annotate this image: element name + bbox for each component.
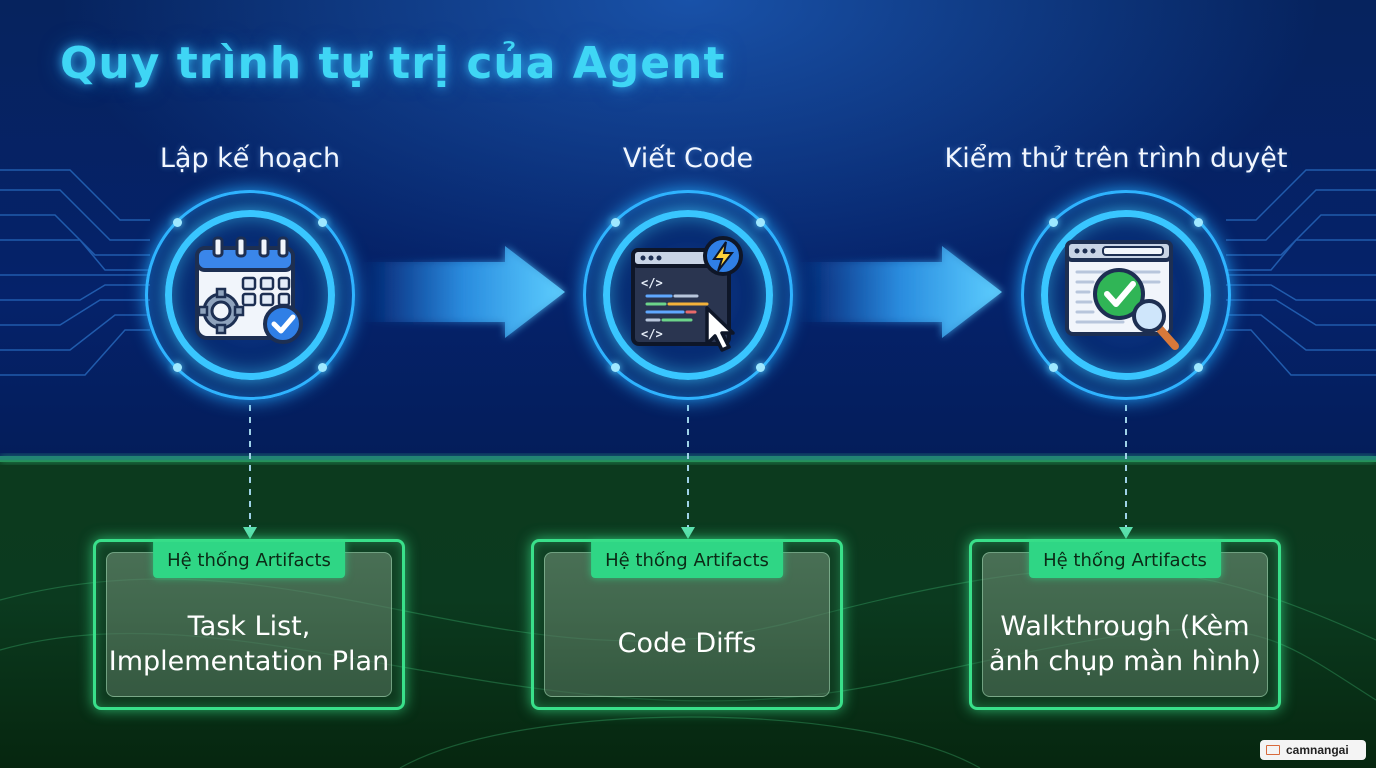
svg-text:</>: </> [641, 327, 663, 341]
calendar-gear-check-icon [195, 236, 303, 344]
circuit-lines-left [0, 169, 150, 376]
step-node-code: </> </> [583, 190, 793, 400]
artifact-content: Code Diffs [617, 628, 757, 659]
artifact-tag: Hệ thống Artifacts [1029, 542, 1221, 578]
artifact-tag: Hệ thống Artifacts [591, 542, 783, 578]
dashed-connectors [249, 405, 1127, 528]
watermark-badge: camnangai [1260, 740, 1366, 760]
step-label-test: Kiểm thử trên trình duyệt [944, 143, 1288, 174]
artifact-card-plan: Hệ thống Artifacts Task List, Implementa… [93, 539, 405, 710]
flow-arrow-1 [362, 246, 565, 338]
browser-check-magnifier-icon [1065, 240, 1179, 350]
circuit-lines-right [1226, 169, 1376, 376]
step-label-code: Viết Code [622, 143, 754, 174]
step-label-plan: Lập kế hoạch [159, 143, 341, 174]
watermark-logo-icon [1266, 745, 1280, 755]
watermark-text: camnangai [1286, 743, 1349, 757]
flow-arrow-2 [798, 246, 1002, 338]
artifact-tag: Hệ thống Artifacts [153, 542, 345, 578]
page-title: Quy trình tự trị của Agent [60, 38, 726, 89]
connector-arrowheads [243, 527, 1133, 539]
artifact-card-test: Hệ thống Artifacts Walkthrough (Kèm ảnh … [969, 539, 1281, 710]
svg-text:</>: </> [641, 276, 663, 290]
artifact-card-code: Hệ thống Artifacts Code Diffs [531, 539, 843, 710]
code-editor-lightning-cursor-icon: </> </> [631, 236, 743, 352]
step-node-plan [145, 190, 355, 400]
artifact-content: Task List, Implementation Plan [108, 610, 390, 677]
artifact-content: Walkthrough (Kèm ảnh chụp màn hình) [988, 610, 1262, 677]
step-node-test [1021, 190, 1231, 400]
